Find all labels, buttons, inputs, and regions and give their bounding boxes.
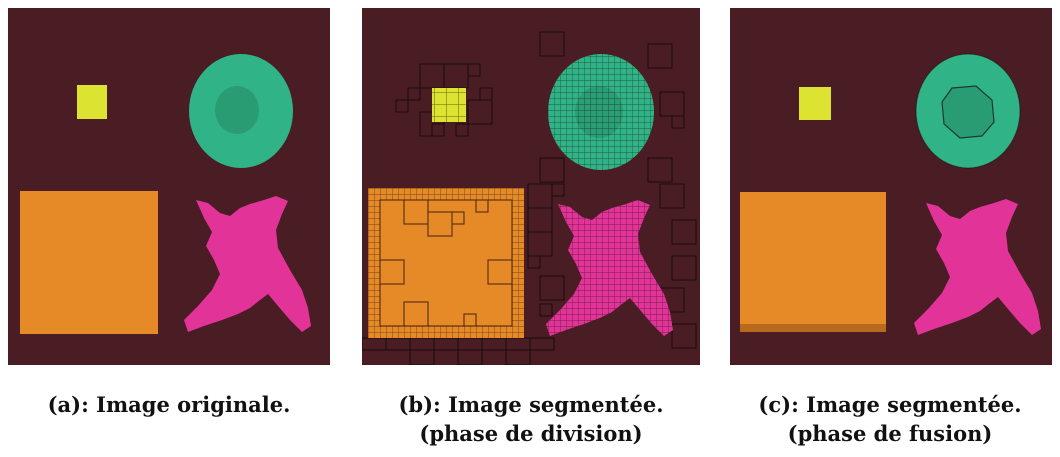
teal-disk-core bbox=[941, 85, 995, 139]
teal-disk-core bbox=[215, 86, 259, 134]
panel-original-image bbox=[8, 8, 330, 365]
caption-original: (a): Image originale. bbox=[8, 390, 330, 419]
caption-split-line2: (phase de division) bbox=[419, 421, 643, 446]
caption-split-line1: (b): Image segmentée. bbox=[398, 392, 664, 417]
panel-split-phase bbox=[362, 8, 700, 365]
caption-original-text: (a): Image originale. bbox=[47, 392, 291, 417]
magenta-shape bbox=[184, 196, 311, 332]
panel-merge-phase bbox=[730, 8, 1052, 365]
orange-square bbox=[740, 192, 886, 332]
caption-merge-line1: (c): Image segmentée. bbox=[758, 392, 1022, 417]
magenta-shape bbox=[914, 199, 1041, 335]
caption-split-phase: (b): Image segmentée. (phase de division… bbox=[362, 390, 700, 448]
caption-merge-phase: (c): Image segmentée. (phase de fusion) bbox=[722, 390, 1058, 448]
yellow-square bbox=[799, 87, 831, 120]
orange-square bbox=[20, 191, 158, 334]
caption-merge-line2: (phase de fusion) bbox=[787, 421, 993, 446]
yellow-square bbox=[77, 85, 107, 119]
